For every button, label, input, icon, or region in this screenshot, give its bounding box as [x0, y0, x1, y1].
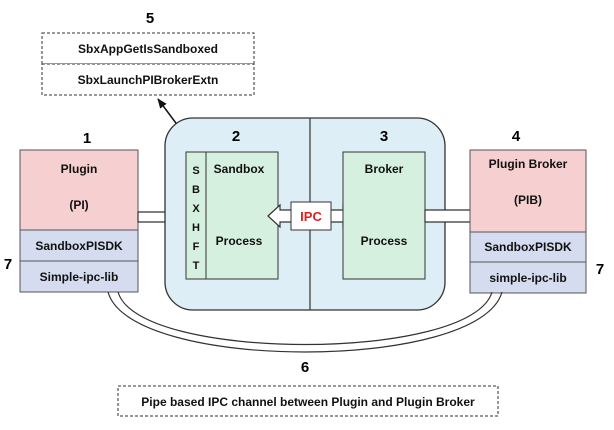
sbx-letter-f: F: [193, 241, 200, 253]
ipc-label: IPC: [300, 209, 322, 224]
sbx-letter-h: H: [192, 222, 200, 234]
plugin-broker-title: Plugin Broker: [489, 157, 568, 171]
label-number-5: 5: [146, 10, 154, 27]
label-number-4: 4: [512, 128, 521, 145]
plugin-broker-sdk-label: SandboxPISDK: [484, 240, 572, 254]
pipe-ipc-channel-arc: [107, 291, 503, 353]
sbx-letter-t: T: [193, 260, 200, 272]
sbx-letter-x: X: [192, 203, 200, 215]
pipe-channel-box: [117, 385, 499, 417]
plugin-broker-lib-label: simple-ipc-lib: [489, 271, 566, 285]
plugin-broker-box: Plugin Broker (PIB): [469, 149, 587, 233]
api-functions-box: SbxAppGetIsSandboxed SbxLaunchPIBrokerEx…: [41, 32, 255, 96]
plugin-title: Plugin: [61, 162, 98, 176]
broker-process-box: Broker Process: [342, 151, 426, 280]
plugin-lib-label: Simple-ipc-lib: [40, 270, 119, 284]
plugin-broker-sdk-box: SandboxPISDK: [469, 231, 587, 263]
label-number-7-left: 7: [4, 256, 12, 273]
broker-title: Broker: [365, 162, 404, 176]
api-sbx-app-get-is-sandboxed: SbxAppGetIsSandboxed: [78, 42, 218, 56]
sbx-letter-b: B: [192, 184, 200, 196]
sbx-letter-s: S: [192, 165, 199, 177]
plugin-box: Plugin (PI): [19, 149, 139, 231]
sandbox-process-box: S B X H F T Sandbox Process: [185, 151, 279, 280]
api-sbx-launch-pi-broker-extn: SbxLaunchPIBrokerExtn: [78, 73, 219, 87]
sandbox-title: Sandbox: [214, 162, 265, 176]
pipe-channel-label: Pipe based IPC channel between Plugin an…: [141, 395, 475, 409]
label-number-6: 6: [301, 359, 309, 376]
label-number-3: 3: [380, 128, 388, 145]
label-number-7-right: 7: [596, 261, 604, 278]
plugin-broker-lib-box: simple-ipc-lib: [469, 261, 587, 294]
plugin-sdk-box: SandboxPISDK: [19, 229, 139, 262]
plugin-abbr: (PI): [69, 198, 88, 212]
plugin-lib-box: Simple-ipc-lib: [19, 260, 139, 293]
label-number-2: 2: [232, 128, 240, 145]
broker-process-label: Process: [361, 234, 408, 248]
sbx-strip: [185, 151, 207, 280]
label-number-1: 1: [83, 130, 91, 147]
plugin-sdk-label: SandboxPISDK: [35, 239, 123, 253]
plugin-broker-abbr: (PIB): [514, 193, 542, 207]
ipc-box: [290, 201, 332, 231]
sandbox-process-label: Process: [216, 234, 263, 248]
